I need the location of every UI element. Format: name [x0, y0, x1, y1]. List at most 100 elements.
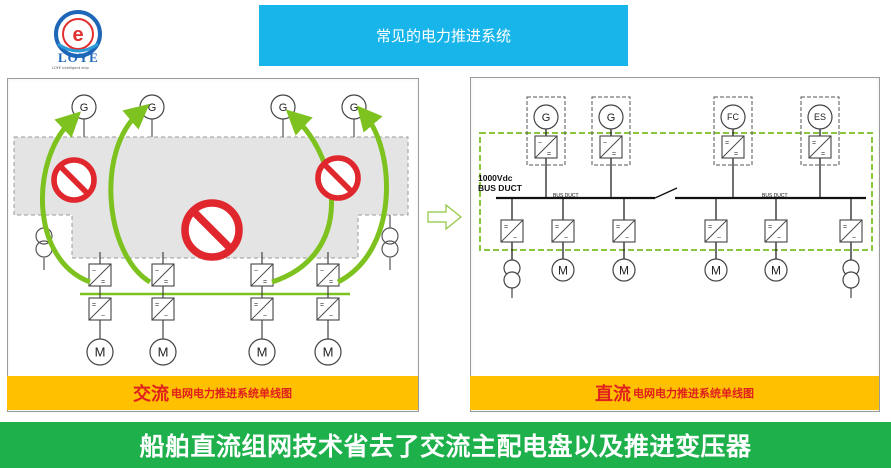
svg-text:=: =	[92, 302, 96, 309]
svg-text:~: ~	[513, 235, 517, 242]
svg-text:=: =	[547, 151, 551, 158]
svg-text:~: ~	[538, 140, 542, 147]
dc-inverter-5: =~	[764, 219, 788, 243]
ac-motor-2: M	[149, 338, 177, 366]
svg-text:~: ~	[92, 268, 96, 275]
dc-motor-1-label: M	[558, 263, 568, 277]
svg-text:=: =	[329, 279, 333, 286]
svg-text:~: ~	[164, 313, 168, 320]
svg-text:~: ~	[777, 235, 781, 242]
ac-inverter-1: =~	[88, 297, 112, 321]
dc-bus-duct-label: BUS DUCT	[478, 183, 523, 193]
ac-transformer-right-icon	[381, 227, 399, 258]
svg-text:~: ~	[603, 140, 607, 147]
ac-inverter-4: =~	[316, 297, 340, 321]
svg-text:=: =	[254, 302, 258, 309]
dc-source-3-label: FC	[727, 112, 739, 122]
ac-generator-1-label: G	[80, 102, 89, 114]
dc-motor-1: M	[551, 258, 575, 282]
dc-source-4: ES	[807, 104, 833, 130]
svg-text:~: ~	[852, 235, 856, 242]
ac-generator-4: G	[341, 94, 367, 120]
dc-source-1: G	[533, 104, 559, 130]
ac-generator-3-label: G	[279, 102, 288, 114]
page-title: 常见的电力推进系统	[259, 5, 628, 66]
dc-motor-2: M	[612, 258, 636, 282]
dc-main-bus	[496, 187, 866, 200]
dc-caption: 直流 电网电力推进系统单线图	[470, 376, 879, 410]
ac-motor-4: M	[314, 338, 342, 366]
svg-text:~: ~	[155, 268, 159, 275]
svg-text:=: =	[263, 279, 267, 286]
dc-source-2-label: G	[607, 112, 616, 124]
logo-subtext: LOYE intelligent ship	[52, 66, 89, 70]
svg-text:=: =	[616, 224, 620, 231]
ac-motor-2-label: M	[158, 345, 169, 360]
logo-emblem-icon: e	[54, 10, 102, 58]
svg-text:=: =	[843, 224, 847, 231]
svg-text:~: ~	[625, 235, 629, 242]
dc-inverter-4: =~	[704, 219, 728, 243]
dc-transformer-icon	[842, 259, 860, 298]
transition-arrow-icon	[427, 203, 462, 231]
conclusion-banner: 船舶直流组网技术省去了交流主配电盘以及推进变压器	[0, 422, 891, 468]
svg-text:~: ~	[101, 313, 105, 320]
svg-text:~: ~	[329, 313, 333, 320]
dc-bus-voltage-label: 1000Vdc	[478, 173, 513, 183]
ac-motor-3: M	[248, 338, 276, 366]
svg-text:~: ~	[263, 313, 267, 320]
svg-text:~: ~	[564, 235, 568, 242]
dc-motor-4: M	[764, 258, 788, 282]
dc-inverter-1: =~	[500, 219, 524, 243]
forbidden-icon	[315, 155, 361, 201]
dc-motor-3: M	[704, 258, 728, 282]
ac-generator-3: G	[270, 94, 296, 120]
ac-caption: 交流 电网电力推进系统单线图	[7, 376, 418, 410]
dc-motor-2-label: M	[619, 263, 629, 277]
svg-text:~: ~	[717, 235, 721, 242]
dc-source-1-label: G	[542, 112, 551, 124]
ac-motor-1-label: M	[95, 345, 106, 360]
dc-source-2: G	[598, 104, 624, 130]
svg-text:=: =	[320, 302, 324, 309]
ac-inverter-2: =~	[151, 297, 175, 321]
ac-rectifier-3: ~=	[250, 263, 274, 287]
ac-motor-1: M	[86, 338, 114, 366]
ac-rectifier-1: ~=	[88, 263, 112, 287]
svg-text:=: =	[155, 302, 159, 309]
ac-rectifier-2: ~=	[151, 263, 175, 287]
svg-text:=: =	[164, 279, 168, 286]
ac-bypass-arrows	[39, 103, 389, 285]
forbidden-icon	[181, 199, 243, 261]
ac-inverter-3: =~	[250, 297, 274, 321]
logo-text: LOYE	[58, 50, 99, 65]
svg-text:=: =	[708, 224, 712, 231]
dc-caption-big: 直流	[595, 384, 631, 405]
svg-text:=: =	[734, 151, 738, 158]
dc-source-4-label: ES	[814, 112, 826, 122]
dc-motor-3-label: M	[711, 263, 721, 277]
dc-inverter-2: =~	[551, 219, 575, 243]
dc-source-3: FC	[720, 104, 746, 130]
dc-motor-4-label: M	[771, 263, 781, 277]
svg-text:=: =	[504, 224, 508, 231]
dc-converter-source-2: ~=	[599, 135, 623, 159]
svg-text:~: ~	[254, 268, 258, 275]
dc-caption-small: 电网电力推进系统单线图	[633, 387, 754, 400]
ac-motor-4-label: M	[323, 345, 334, 360]
ac-generator-4-label: G	[350, 102, 359, 114]
svg-text:=: =	[612, 151, 616, 158]
svg-text:=: =	[812, 140, 816, 147]
ac-motor-3-label: M	[257, 345, 268, 360]
forbidden-icon	[51, 157, 97, 203]
ac-generator-2-label: G	[148, 102, 157, 114]
dc-converter-source-1: ~=	[534, 135, 558, 159]
dc-converter-source-4: ==	[808, 135, 832, 159]
dc-transformer-icon	[503, 259, 521, 298]
dc-inverter-6: =~	[839, 219, 863, 243]
dc-switchboard-area	[479, 132, 873, 251]
svg-text:=: =	[768, 224, 772, 231]
ac-generator-2: G	[139, 94, 165, 120]
ac-rectifier-4: ~=	[316, 263, 340, 287]
